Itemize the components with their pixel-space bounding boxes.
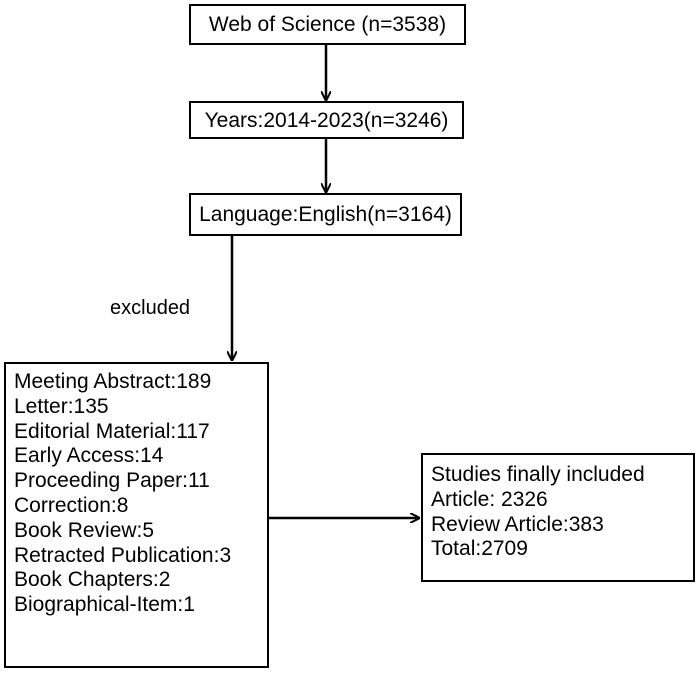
excluded-item: Meeting Abstract:189 — [14, 370, 212, 393]
excluded-item: Correction:8 — [14, 493, 129, 517]
included-box: Studies finally included Article: 2326 R… — [421, 453, 695, 582]
excluded-item: Early Access:14 — [14, 444, 164, 468]
years-filter-label: Years:2014-2023(n=3246) — [204, 108, 449, 132]
excluded-item: Retracted Publication:3 — [14, 543, 232, 567]
excluded-label: excluded — [110, 297, 191, 319]
excluded-item: Proceeding Paper:11 — [14, 469, 210, 493]
language-filter-box: Language:English(n=3164) — [189, 193, 462, 236]
included-item: Total:2709 — [431, 537, 528, 561]
excluded-item: Book Review:5 — [14, 518, 155, 542]
excluded-item: Book Chapters:2 — [14, 568, 171, 592]
included-item: Article: 2326 — [431, 487, 548, 511]
source-box: Web of Science (n=3538) — [189, 4, 466, 45]
included-item: Studies finally included — [431, 463, 645, 486]
excluded-item: Biographical-Item:1 — [14, 593, 195, 617]
excluded-box: Meeting Abstract:189 Letter:135 Editoria… — [4, 362, 269, 668]
excluded-item: Letter:135 — [14, 394, 109, 418]
source-box-label: Web of Science (n=3538) — [208, 13, 447, 36]
included-item: Review Article:383 — [431, 512, 604, 536]
years-filter-box: Years:2014-2023(n=3246) — [189, 101, 464, 139]
language-filter-label: Language:English(n=3164) — [199, 203, 452, 226]
excluded-item: Editorial Material:117 — [14, 419, 210, 443]
